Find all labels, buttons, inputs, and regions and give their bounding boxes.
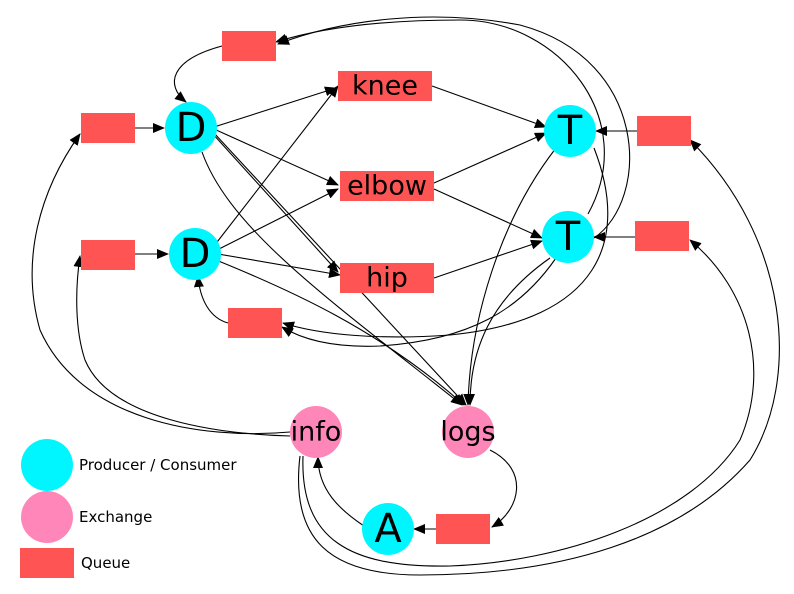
edge-knee-ttop <box>431 85 547 128</box>
queue-a <box>436 514 490 544</box>
node-t-top <box>544 105 596 157</box>
node-a <box>362 503 414 555</box>
node-t-bottom <box>542 211 594 263</box>
legend-producer-consumer-swatch <box>21 439 73 491</box>
edge-tbottom-midq <box>281 257 557 347</box>
queue-hip <box>340 263 434 293</box>
node-d-bottom <box>169 228 221 280</box>
queue-hip-label: hip <box>366 263 408 294</box>
edge-dtop-logs-b <box>201 151 463 406</box>
legend-exchange-label: Exchange <box>79 508 152 526</box>
edge-info-rq1 <box>298 139 780 576</box>
exchange-logs <box>442 406 494 458</box>
exchange-info-label: info <box>291 417 342 448</box>
exchange-info <box>290 406 342 458</box>
node-d-top-label: D <box>176 105 207 151</box>
edge-tbottom-logs <box>465 257 551 406</box>
queue-knee-label: knee <box>352 71 418 102</box>
edge-ttop-midq <box>282 147 609 338</box>
legend-queue-swatch <box>20 548 74 578</box>
edge-ttop-logs <box>463 147 557 406</box>
queue-top <box>222 31 276 61</box>
queues: knee elbow hip <box>81 31 691 544</box>
node-t-bottom-label: T <box>555 214 581 260</box>
edge-info-q1 <box>31 133 291 435</box>
edge-info-q2 <box>73 255 291 437</box>
queue-input-dbottom <box>81 240 135 270</box>
edge-dtop-hip <box>211 132 339 273</box>
queue-elbow-label: elbow <box>347 171 427 202</box>
edge-dtop-knee <box>213 86 337 128</box>
queue-knee <box>338 71 432 101</box>
node-a-label: A <box>374 506 402 552</box>
edge-logs-aq <box>489 449 518 528</box>
queue-mid <box>228 308 282 338</box>
edge-dbottom-knee <box>213 85 339 247</box>
queue-elbow <box>340 171 434 201</box>
queue-input-dtop <box>81 113 135 143</box>
edges <box>31 16 780 576</box>
edge-a-info <box>313 456 365 527</box>
edge-tbottom-topq <box>277 16 630 239</box>
edge-elbow-tbottom <box>433 188 543 239</box>
edge-ttop-topq <box>275 19 605 215</box>
edge-dbottom-logs <box>215 259 465 406</box>
edge-dbottom-elbow <box>216 188 339 251</box>
node-d-top <box>165 102 217 154</box>
queue-right-ttop <box>637 116 691 146</box>
producer-consumer-nodes: D D T T A <box>165 102 596 555</box>
edge-dtop-elbow <box>213 128 339 186</box>
edge-elbow-ttop <box>433 132 547 184</box>
edge-hip-tbottom <box>433 239 543 279</box>
node-t-top-label: T <box>557 108 583 154</box>
exchange-logs-label: logs <box>440 417 495 448</box>
exchange-nodes: info logs <box>290 406 496 458</box>
legend: Producer / Consumer Exchange Queue <box>20 439 237 578</box>
legend-exchange-swatch <box>21 491 73 543</box>
edge-topq-dtop <box>173 45 223 103</box>
edge-dbottom-hip <box>217 253 341 279</box>
queue-right-tbottom <box>635 221 689 251</box>
legend-producer-consumer-label: Producer / Consumer <box>79 456 237 474</box>
edge-midq-dbottom <box>193 275 229 324</box>
edge-info-rq2 <box>302 239 755 567</box>
node-d-bottom-label: D <box>180 231 211 277</box>
legend-queue-label: Queue <box>81 554 130 572</box>
